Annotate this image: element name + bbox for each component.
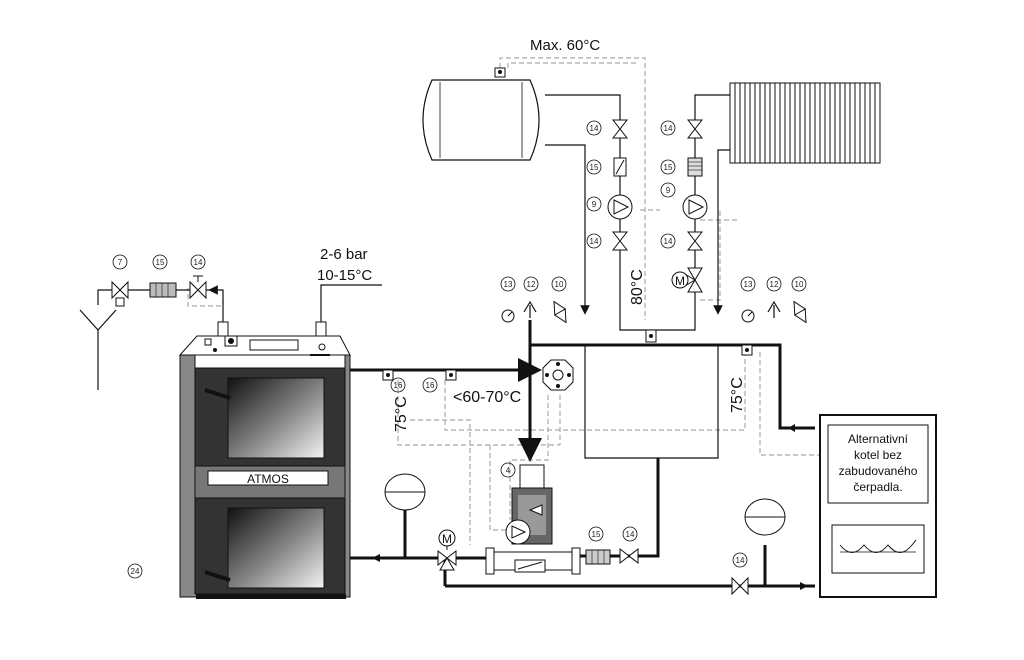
cold-temp-label: 10-15°C	[317, 267, 372, 284]
safety-group-right	[741, 300, 807, 324]
hot-water-tank	[422, 67, 540, 161]
cooling-loop	[79, 275, 224, 390]
temp-80-label: 80°C	[629, 269, 646, 305]
svg-text:13: 13	[504, 280, 513, 289]
svg-text:12: 12	[527, 280, 536, 289]
svg-text:15: 15	[590, 163, 599, 172]
svg-text:14: 14	[590, 237, 599, 246]
max-temp-label: Max. 60°C	[530, 37, 600, 54]
expansion-tank-right	[744, 498, 786, 536]
svg-text:4: 4	[506, 466, 511, 475]
svg-text:14: 14	[626, 530, 635, 539]
svg-text:14: 14	[664, 124, 673, 133]
mixing-valve: M	[437, 529, 457, 571]
atmos-boiler	[178, 321, 351, 599]
expansion-tank-left	[384, 473, 426, 511]
boiler-name: ATMOS	[247, 472, 289, 486]
regulator-icon	[542, 359, 574, 391]
radiator	[729, 82, 881, 164]
alt-boiler-line4: čerpadla.	[853, 480, 902, 494]
svg-text:7: 7	[118, 258, 123, 267]
temp-range-label: <60-70°C	[453, 389, 521, 406]
pressure-label: 2-6 bar	[320, 246, 368, 263]
svg-text:9: 9	[592, 200, 597, 209]
safety-group-left	[501, 300, 567, 324]
svg-text:14: 14	[590, 124, 599, 133]
svg-text:16: 16	[394, 381, 403, 390]
svg-text:14: 14	[736, 556, 745, 565]
svg-text:15: 15	[664, 163, 673, 172]
svg-text:14: 14	[194, 258, 203, 267]
svg-text:15: 15	[592, 530, 601, 539]
alt-boiler-line3: zabudovaného	[839, 464, 918, 478]
svg-text:13: 13	[744, 280, 753, 289]
svg-text:24: 24	[131, 567, 140, 576]
svg-text:16: 16	[426, 381, 435, 390]
svg-text:10: 10	[555, 280, 564, 289]
svg-text:9: 9	[666, 186, 671, 195]
radiator-circuit: M	[650, 94, 730, 331]
alt-boiler-line2: kotel bez	[854, 448, 902, 462]
temp-75-right: 75°C	[729, 377, 746, 413]
svg-text:14: 14	[664, 237, 673, 246]
control-wiring	[187, 57, 820, 545]
tank-circuit	[545, 94, 650, 331]
laddomat-unit	[485, 464, 581, 575]
svg-text:15: 15	[156, 258, 165, 267]
temp-75-left: 75°C	[393, 396, 410, 432]
alternative-boiler	[819, 414, 937, 598]
alt-boiler-line1: Alternativní	[848, 432, 909, 446]
motor-label-top: M	[675, 274, 685, 288]
svg-text:12: 12	[770, 280, 779, 289]
svg-text:10: 10	[795, 280, 804, 289]
motor-label-bottom: M	[442, 532, 452, 546]
